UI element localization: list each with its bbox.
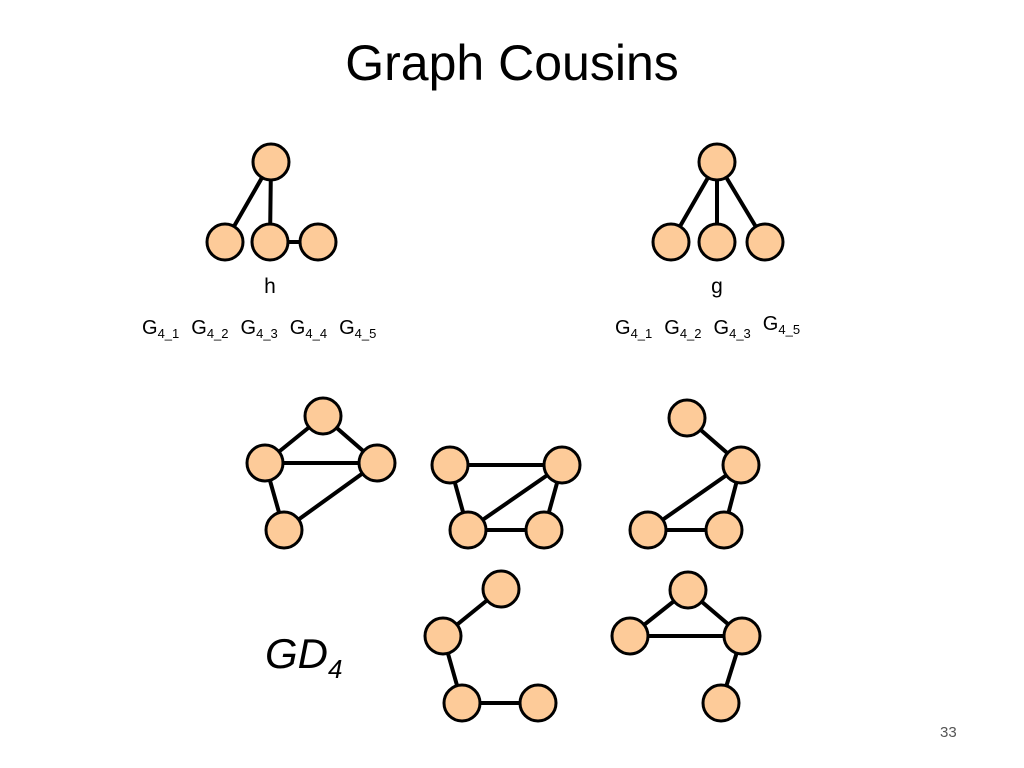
graph-h-cousin-list: G4_1 G4_2 G4_3 G4_4 G4_5 bbox=[142, 317, 388, 341]
node bbox=[610, 616, 650, 656]
node bbox=[357, 443, 397, 483]
node bbox=[697, 222, 737, 262]
cousin-label: G4_1 bbox=[142, 317, 180, 341]
node bbox=[430, 445, 470, 485]
node bbox=[651, 222, 691, 262]
cousin-label: G4_1 bbox=[615, 317, 653, 341]
cousin-label: G4_2 bbox=[191, 317, 229, 341]
node bbox=[245, 443, 285, 483]
node bbox=[722, 616, 762, 656]
node bbox=[667, 398, 707, 438]
cousin-label: G4_5 bbox=[339, 317, 377, 341]
node bbox=[448, 510, 488, 550]
graph-h-nodes bbox=[205, 142, 338, 262]
node bbox=[303, 396, 343, 436]
cousin-label: G4_2 bbox=[664, 317, 702, 341]
cousin-label: G4_3 bbox=[713, 317, 751, 341]
page-title: Graph Cousins bbox=[345, 35, 679, 91]
node bbox=[745, 222, 785, 262]
gd4-graph-5-nodes bbox=[610, 570, 762, 723]
gd4-graph-4-nodes bbox=[423, 569, 558, 723]
cousin-label: G4_3 bbox=[240, 317, 278, 341]
node bbox=[264, 510, 304, 550]
node bbox=[250, 222, 290, 262]
node bbox=[668, 570, 708, 610]
node bbox=[205, 222, 245, 262]
node bbox=[481, 569, 521, 609]
page-number: 33 bbox=[940, 724, 957, 741]
node bbox=[442, 683, 482, 723]
graph-g-label: g bbox=[711, 275, 723, 298]
gd4-graph-2-nodes bbox=[430, 445, 582, 550]
node bbox=[298, 222, 338, 262]
node bbox=[524, 510, 564, 550]
node bbox=[423, 616, 463, 656]
node bbox=[704, 510, 744, 550]
gd4-graph-3-nodes bbox=[628, 398, 761, 550]
node bbox=[542, 445, 582, 485]
cousin-label: G4_5 bbox=[762, 313, 801, 337]
node bbox=[697, 142, 737, 182]
node bbox=[251, 142, 291, 182]
node bbox=[721, 445, 761, 485]
graph-g-cousin-list: G4_1 G4_2 G4_3 G4_5 bbox=[615, 313, 812, 341]
node bbox=[628, 510, 668, 550]
graph-g-nodes bbox=[651, 142, 785, 262]
cousin-label: G4_4 bbox=[289, 317, 328, 341]
gd4-graph-1-nodes bbox=[245, 396, 397, 550]
node bbox=[701, 683, 741, 723]
node bbox=[518, 683, 558, 723]
gd4-label: GD4 bbox=[265, 630, 343, 684]
graph-h-label: h bbox=[264, 275, 276, 298]
